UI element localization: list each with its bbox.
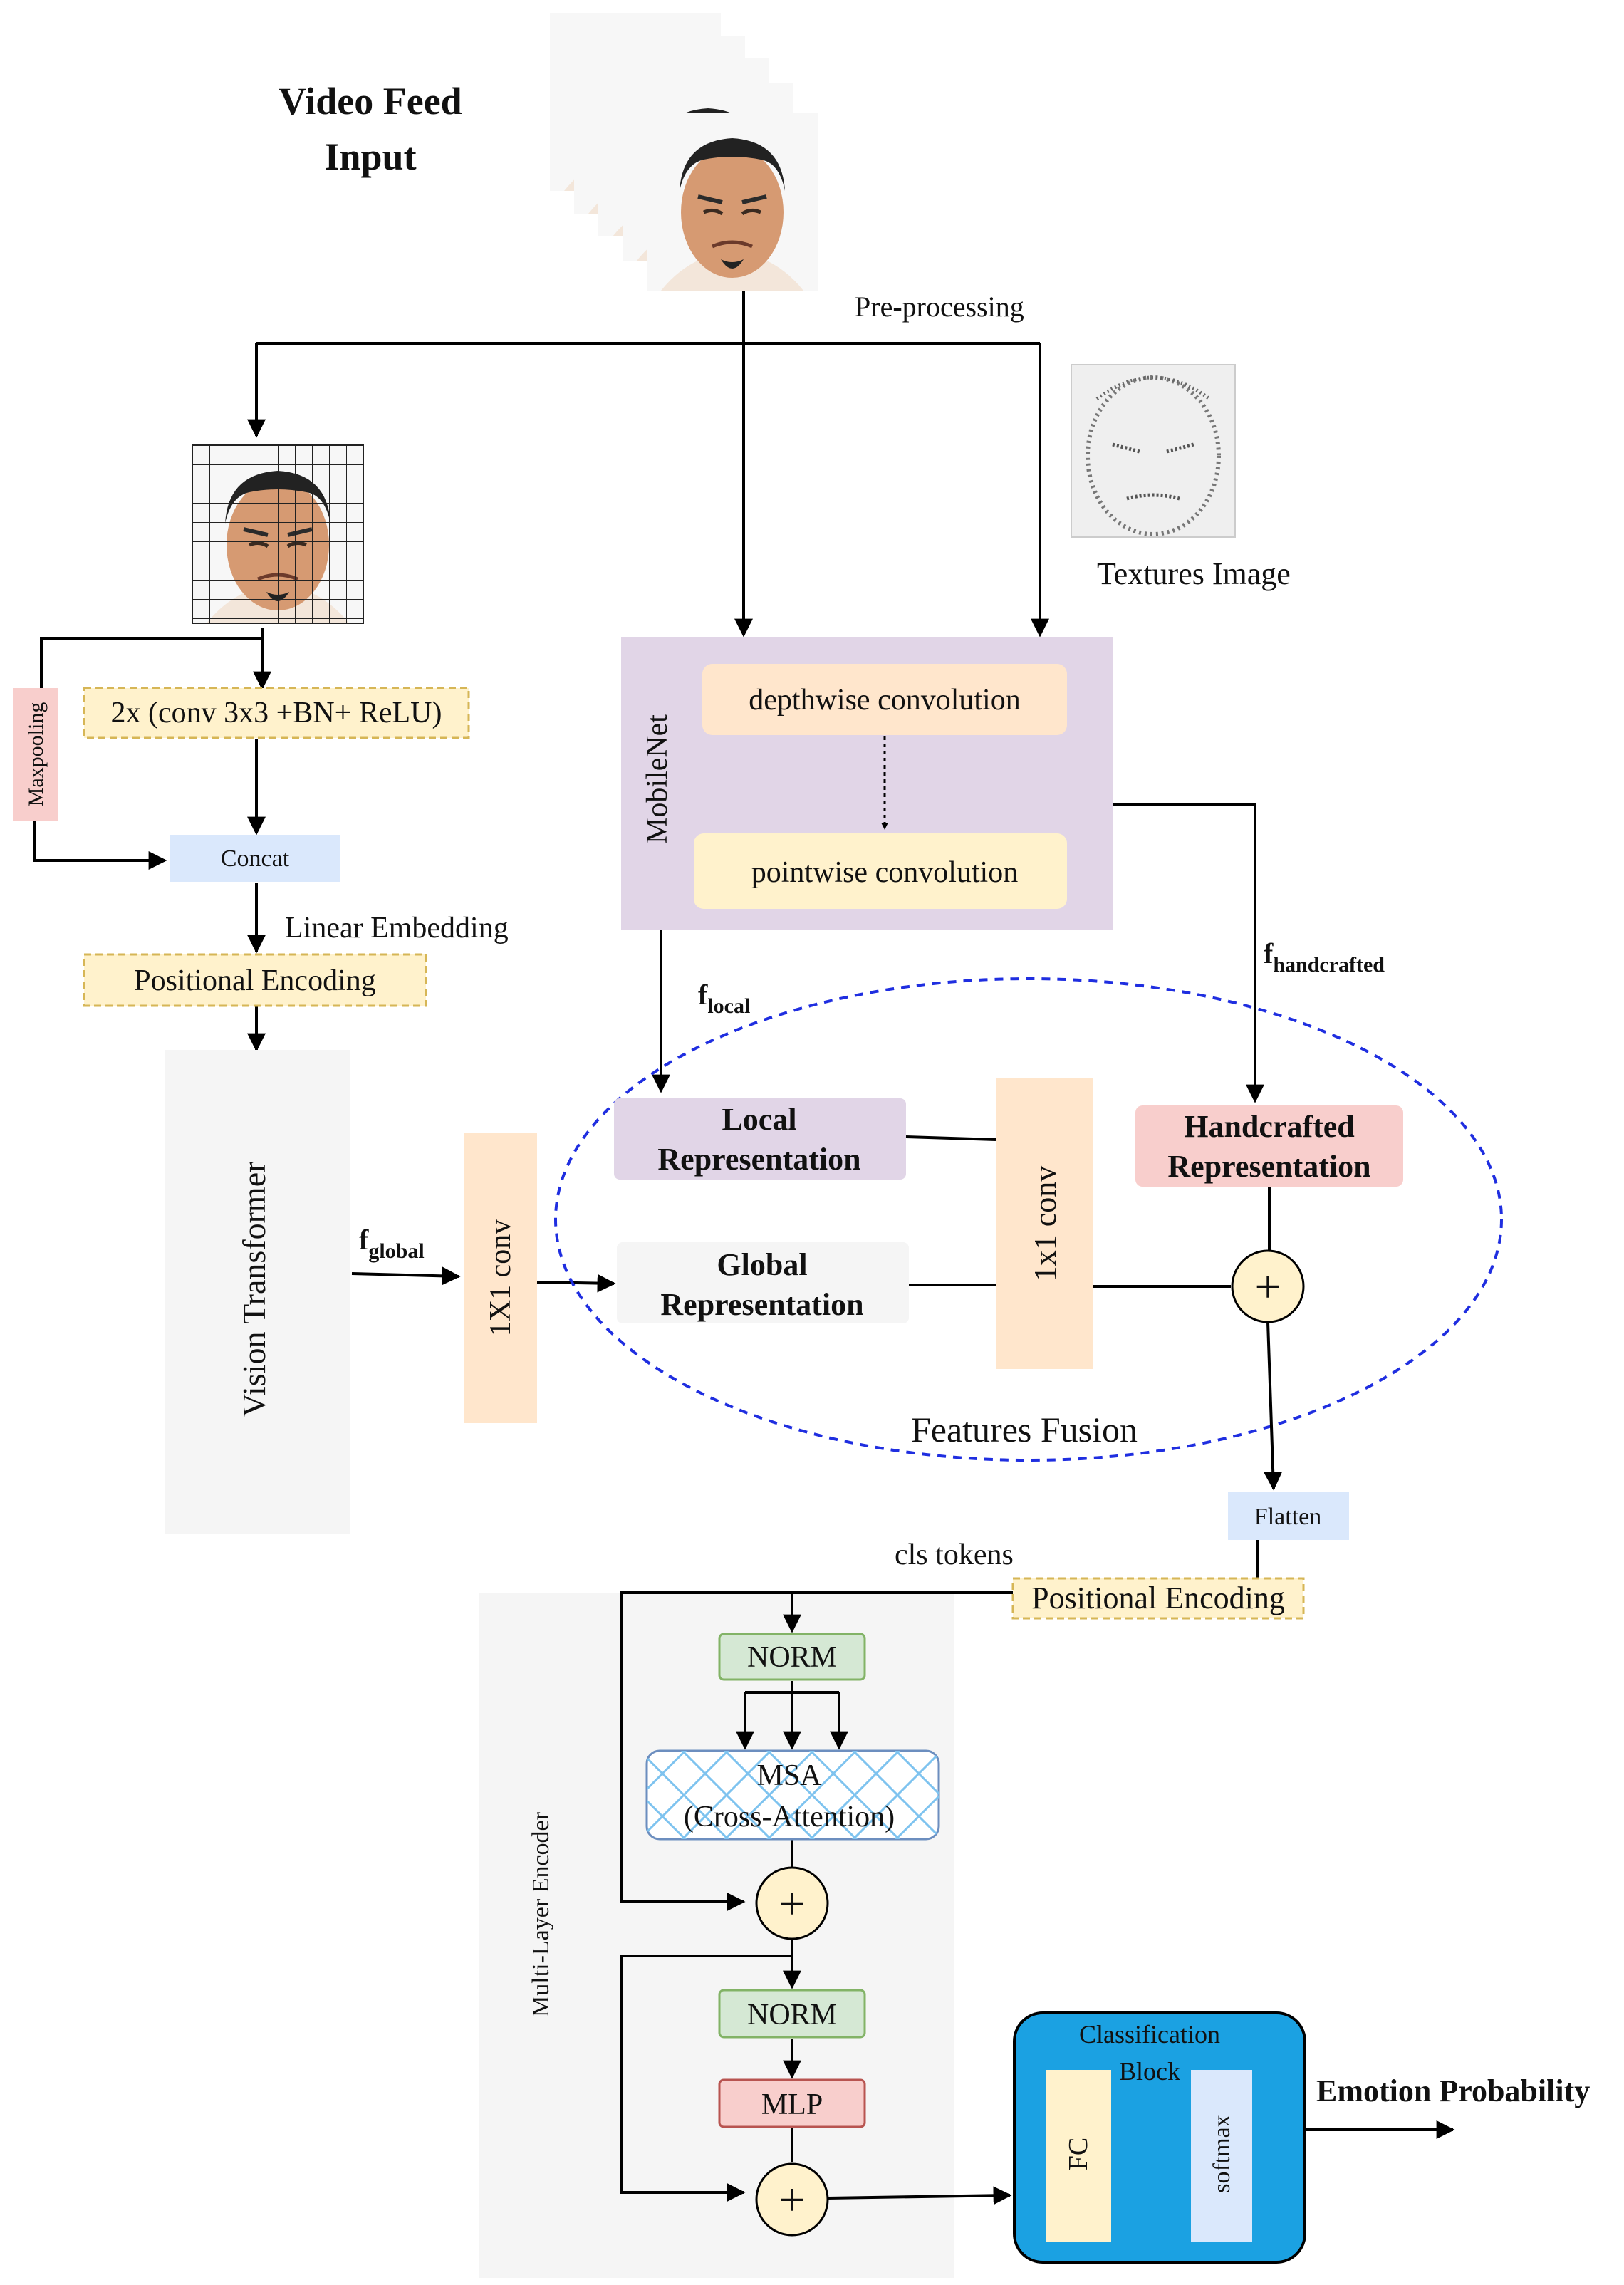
- norm-label-1: NORM: [747, 1641, 837, 1674]
- global-rep-line2: Representation: [660, 1287, 863, 1322]
- fc-box: [1046, 2070, 1111, 2242]
- positional-encoding-2-box: [1011, 1577, 1305, 1620]
- conv-1x1-left-label: 1X1 conv: [484, 1219, 517, 1336]
- f-local-label: flocal: [698, 979, 750, 1018]
- arrow-1x1conv-to-global: [536, 1274, 616, 1293]
- patched-face: [192, 445, 363, 623]
- classification-block-line1: Classification: [1079, 2020, 1220, 2049]
- arrow-mobilenet-to-handcrafted: [1113, 803, 1264, 1103]
- pointwise-label: pointwise convolution: [751, 856, 1018, 889]
- arrow-plus-to-flatten: [1264, 1321, 1283, 1491]
- features-fusion-label: Features Fusion: [911, 1410, 1138, 1449]
- arrow-vit-to-1x1conv: [351, 1266, 461, 1286]
- fusion-plus-node: +: [1231, 1249, 1305, 1323]
- preprocessing-label: Pre-processing: [855, 291, 1024, 323]
- svg-text:+: +: [779, 1878, 805, 1930]
- positional-encoding-label: Positional Encoding: [134, 964, 376, 997]
- pointwise-box: [694, 833, 1067, 909]
- softmax-label: softmax: [1209, 2115, 1235, 2193]
- local-representation-box: [614, 1098, 906, 1180]
- multi-layer-encoder-panel: [479, 1593, 954, 2278]
- mlp-label: MLP: [761, 2088, 823, 2121]
- cls-tokens-label: cls tokens: [895, 1539, 1014, 1571]
- handcrafted-rep-line1: Handcrafted: [1184, 1109, 1355, 1144]
- vision-transformer-label: Vision Transformer: [236, 1162, 272, 1417]
- textures-image-label: Textures Image: [1097, 556, 1291, 591]
- linear-embedding-label: Linear Embedding: [285, 912, 509, 944]
- msa-line1: MSA: [756, 1759, 822, 1792]
- f-global-label: fglobal: [359, 1224, 425, 1263]
- concat-box: [170, 835, 340, 882]
- maxpooling-box: [13, 688, 58, 821]
- vision-transformer-panel: [165, 1050, 350, 1534]
- msa-line2: (Cross-Attention): [684, 1801, 895, 1833]
- depthwise-label: depthwise convolution: [749, 684, 1020, 717]
- emotion-probability-label: Emotion Probability: [1316, 2073, 1590, 2108]
- norm-label-2: NORM: [747, 1999, 837, 2031]
- encoder-plus-node-1: +: [755, 1866, 829, 1940]
- flatten-label: Flatten: [1254, 1504, 1321, 1530]
- positional-encoding-box: [83, 953, 427, 1007]
- global-rep-line1: Global: [717, 1247, 807, 1282]
- svg-text:+: +: [779, 2174, 805, 2226]
- depthwise-box: [702, 664, 1067, 735]
- handcrafted-representation-box: [1135, 1105, 1403, 1187]
- conv-block: [83, 687, 470, 739]
- handcrafted-rep-line2: Representation: [1167, 1149, 1370, 1184]
- line-local-to-conv: [905, 1135, 996, 1141]
- maxpooling-label: Maxpooling: [24, 702, 48, 807]
- norm-box-2: [718, 1989, 866, 2039]
- title-line-2: Input: [324, 135, 416, 178]
- positional-encoding-2-label: Positional Encoding: [1031, 1581, 1285, 1615]
- mlp-box: [718, 2078, 866, 2128]
- arrow-maxpool-to-concat: [33, 821, 167, 870]
- fc-label: FC: [1063, 2138, 1093, 2170]
- local-rep-line1: Local: [722, 1102, 796, 1137]
- line-to-maxpooling: [40, 637, 262, 688]
- softmax-box: [1191, 2070, 1252, 2242]
- title-line-1: Video Feed: [279, 80, 462, 123]
- conv-1x1-left: [464, 1133, 537, 1423]
- concat-label: Concat: [221, 845, 290, 872]
- encoder-plus-node-2: +: [755, 2162, 829, 2237]
- features-fusion-ellipse: [554, 977, 1503, 1462]
- classification-block-line2: Block: [1119, 2057, 1180, 2086]
- multi-layer-encoder-label: Multi-Layer Encoder: [528, 1811, 554, 2017]
- f-handcrafted-label: fhandcrafted: [1264, 937, 1385, 977]
- residual-connection-1: [620, 1591, 1013, 1911]
- conv-block-label: 2x (conv 3x3 +BN+ ReLU): [111, 697, 442, 729]
- local-rep-line2: Representation: [657, 1142, 860, 1177]
- global-representation-box: [617, 1242, 909, 1323]
- svg-text:+: +: [1254, 1261, 1281, 1313]
- norm-box-1: [718, 1633, 866, 1681]
- conv-1x1-mid: [996, 1078, 1093, 1369]
- conv-1x1-mid-label: 1x1 conv: [1028, 1166, 1063, 1282]
- arrow-encoder-to-classifier: [827, 2186, 1012, 2205]
- mobilenet-label: MobileNet: [641, 714, 674, 844]
- texture-image: [1071, 364, 1236, 538]
- flatten-box: [1228, 1492, 1349, 1540]
- residual-connection-2: [620, 1955, 792, 2202]
- video-frames: [550, 13, 818, 291]
